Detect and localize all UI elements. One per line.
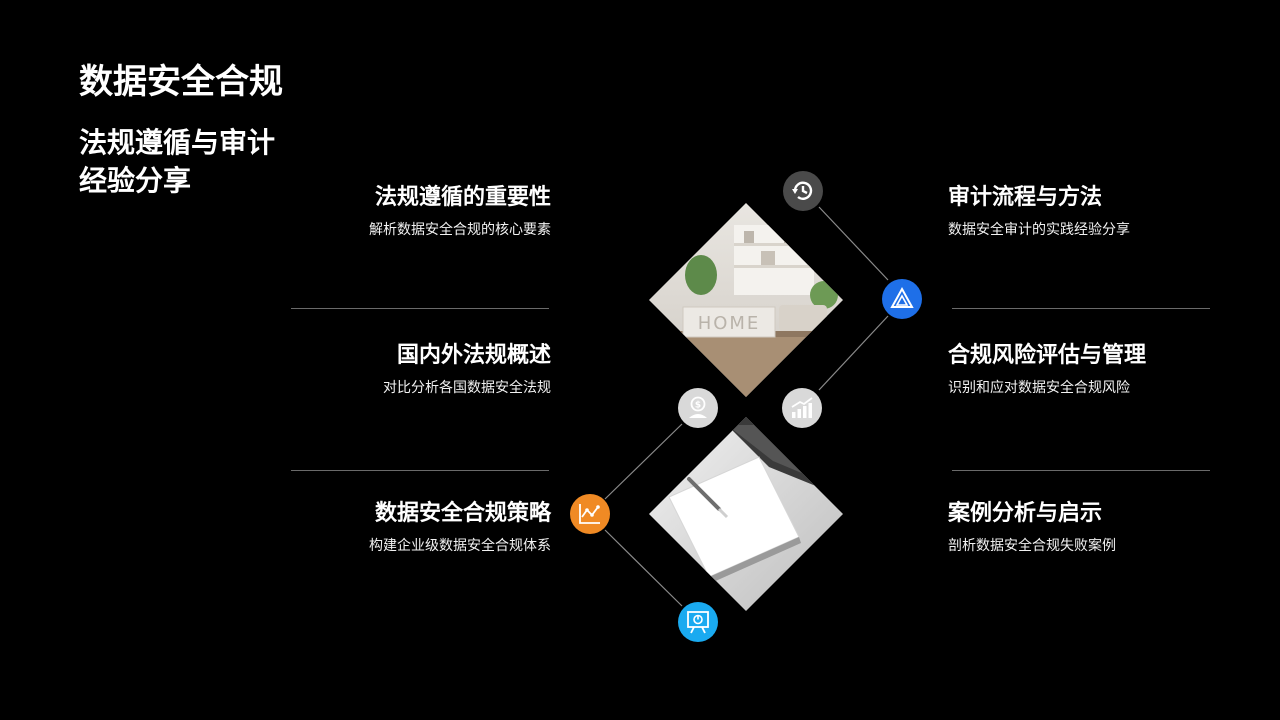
divider-right-2 [952, 470, 1210, 471]
page-subtitle: 法规遵循与审计经验分享 [79, 126, 276, 197]
divider-right-1 [952, 308, 1210, 309]
divider-left-1 [291, 308, 549, 309]
item-title: 案例分析与启示 [948, 501, 1103, 526]
presentation-icon [678, 602, 718, 642]
item-desc: 数据安全审计的实践经验分享 [948, 222, 1130, 238]
item-title: 法规遵循的重要性 [374, 185, 551, 210]
item-desc: 解析数据安全合规的核心要素 [369, 222, 551, 238]
item-title: 审计流程与方法 [948, 185, 1103, 210]
item-desc: 识别和应对数据安全合规风险 [948, 380, 1130, 396]
dollar-person-icon: $ [678, 388, 718, 428]
item-regulatory-importance: 法规遵循的重要性 解析数据安全合规的核心要素 [369, 183, 551, 240]
item-compliance-strategy: 数据安全合规策略 构建企业级数据安全合规体系 [369, 499, 551, 556]
page-title: 数据安全合规 [79, 62, 283, 102]
item-regulation-overview: 国内外法规概述 对比分析各国数据安全法规 [383, 341, 551, 398]
item-title: 合规风险评估与管理 [948, 343, 1147, 368]
item-desc: 构建企业级数据安全合规体系 [369, 538, 551, 554]
line-chart-icon [570, 494, 610, 534]
item-title: 数据安全合规策略 [374, 501, 551, 526]
divider-left-2 [291, 470, 549, 471]
item-risk-assessment: 合规风险评估与管理 识别和应对数据安全合规风险 [948, 341, 1146, 398]
growth-chart-icon [782, 388, 822, 428]
item-desc: 对比分析各国数据安全法规 [383, 380, 551, 396]
history-icon [783, 171, 823, 211]
triangle-network-icon [882, 279, 922, 319]
item-title: 国内外法规概述 [396, 343, 551, 368]
item-case-analysis: 案例分析与启示 剖析数据安全合规失败案例 [948, 499, 1116, 556]
photo-notebook-diamond [649, 417, 843, 611]
home-sign-text: HOME [698, 313, 761, 334]
item-desc: 剖析数据安全合规失败案例 [948, 538, 1116, 554]
svg-text:$: $ [695, 401, 701, 411]
item-audit-process: 审计流程与方法 数据安全审计的实践经验分享 [948, 183, 1130, 240]
photo-home-diamond: HOME [649, 203, 843, 397]
